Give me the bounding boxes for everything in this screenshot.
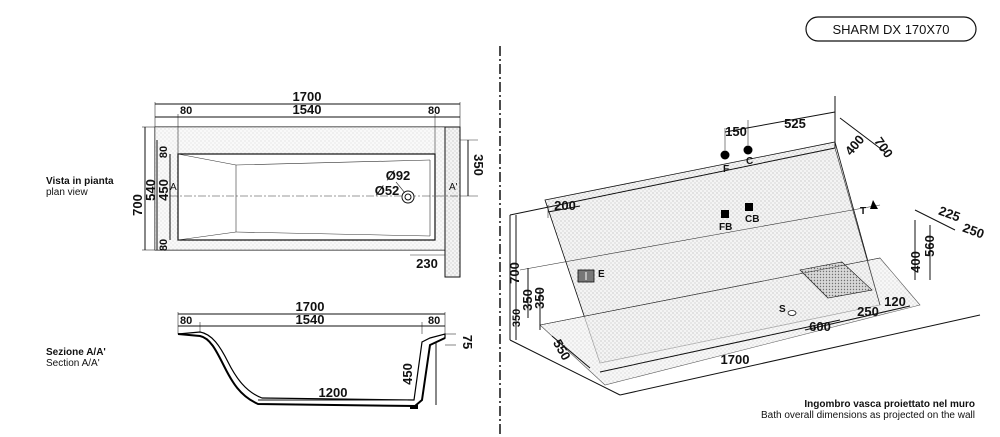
- plan-drain-offset: 350: [471, 154, 486, 176]
- wall-dim-525: 525: [784, 116, 806, 131]
- wall-dim-225: 225: [937, 203, 963, 225]
- plan-rim-right: 80: [428, 105, 440, 117]
- point-c-label: C: [746, 156, 753, 167]
- plan-view-label-en: plan view: [46, 187, 88, 198]
- point-e-label: E: [598, 269, 605, 280]
- plan-inner-width: 540: [143, 179, 158, 201]
- point-t-icon: [870, 200, 878, 209]
- point-f-label: F: [723, 164, 729, 175]
- wall-dim-350-b: 350: [532, 287, 547, 309]
- wall-dim-350-c: 350: [511, 309, 523, 327]
- section-bottom-length: 1200: [319, 385, 348, 400]
- plan-inner-basin: [177, 153, 436, 241]
- section-inner-length: 1540: [296, 312, 325, 327]
- section-mark-a: A: [170, 182, 177, 193]
- wall-dim-250-b: 250: [961, 220, 987, 242]
- wall-dim-1700: 1700: [721, 352, 750, 367]
- plan-total-width: 700: [130, 194, 145, 216]
- point-s-icon: [787, 310, 797, 316]
- section-rim-height: 75: [460, 335, 475, 349]
- section-label-en: Section A/A': [46, 358, 100, 369]
- drawing-title: SHARM DX 170X70: [832, 22, 949, 37]
- point-fb-label: FB: [719, 222, 732, 233]
- plan-side-panel: [444, 126, 461, 278]
- drain-inner-diameter: Ø52: [375, 183, 400, 198]
- wall-caption-it: Ingombro vasca proiettato nel muro: [804, 399, 975, 410]
- section-total-length: 1700: [296, 299, 325, 314]
- drain-outer-diameter: Ø92: [386, 168, 411, 183]
- plan-rim-left: 80: [180, 105, 192, 117]
- section-rim-right: 80: [428, 315, 440, 327]
- point-s-label: S: [779, 304, 786, 315]
- section-rim-left: 80: [180, 315, 192, 327]
- plan-rim-top: 80: [158, 146, 170, 158]
- wall-dim-700-top: 700: [871, 134, 896, 160]
- wall-dim-700-left: 700: [507, 262, 522, 284]
- section-mark-a-prime: A': [449, 182, 458, 193]
- wall-view: 150 525 400 700 F C FB CB 200 E 700 350 …: [507, 96, 986, 421]
- wall-dim-560: 560: [922, 235, 937, 257]
- point-fb-icon: [721, 210, 729, 218]
- section-label-it: Sezione A/A': [46, 347, 106, 358]
- point-cb-icon: [745, 203, 753, 211]
- point-c-icon: [743, 145, 753, 155]
- plan-side-panel-dim: 230: [416, 256, 438, 271]
- section-height: 450: [400, 363, 415, 385]
- plan-view: A A' 1700 1540 80 80 700 540 450 80 80 3…: [46, 89, 486, 278]
- plan-half-width: 450: [156, 179, 171, 201]
- wall-dim-120: 120: [884, 294, 906, 309]
- wall-dim-600: 600: [809, 319, 831, 334]
- plan-view-label-it: Vista in pianta: [46, 176, 114, 187]
- title-badge: SHARM DX 170X70: [805, 16, 977, 42]
- wall-caption-en: Bath overall dimensions as projected on …: [761, 410, 975, 421]
- wall-dim-350-a: 350: [520, 289, 535, 311]
- point-cb-label: CB: [745, 214, 759, 225]
- wall-dim-400-right: 400: [908, 251, 923, 273]
- plan-total-length: 1700: [293, 89, 322, 104]
- wall-dim-150: 150: [725, 124, 747, 139]
- wall-dim-250-a: 250: [857, 304, 879, 319]
- section-view: 1700 1540 80 80 450 75 1200 Sezione A/A'…: [46, 299, 475, 409]
- point-t-label: T: [860, 206, 866, 217]
- wall-dim-200: 200: [554, 198, 576, 213]
- plan-inner-length: 1540: [293, 102, 322, 117]
- plan-rim-bottom: 80: [158, 239, 170, 251]
- point-f-icon: [720, 150, 730, 160]
